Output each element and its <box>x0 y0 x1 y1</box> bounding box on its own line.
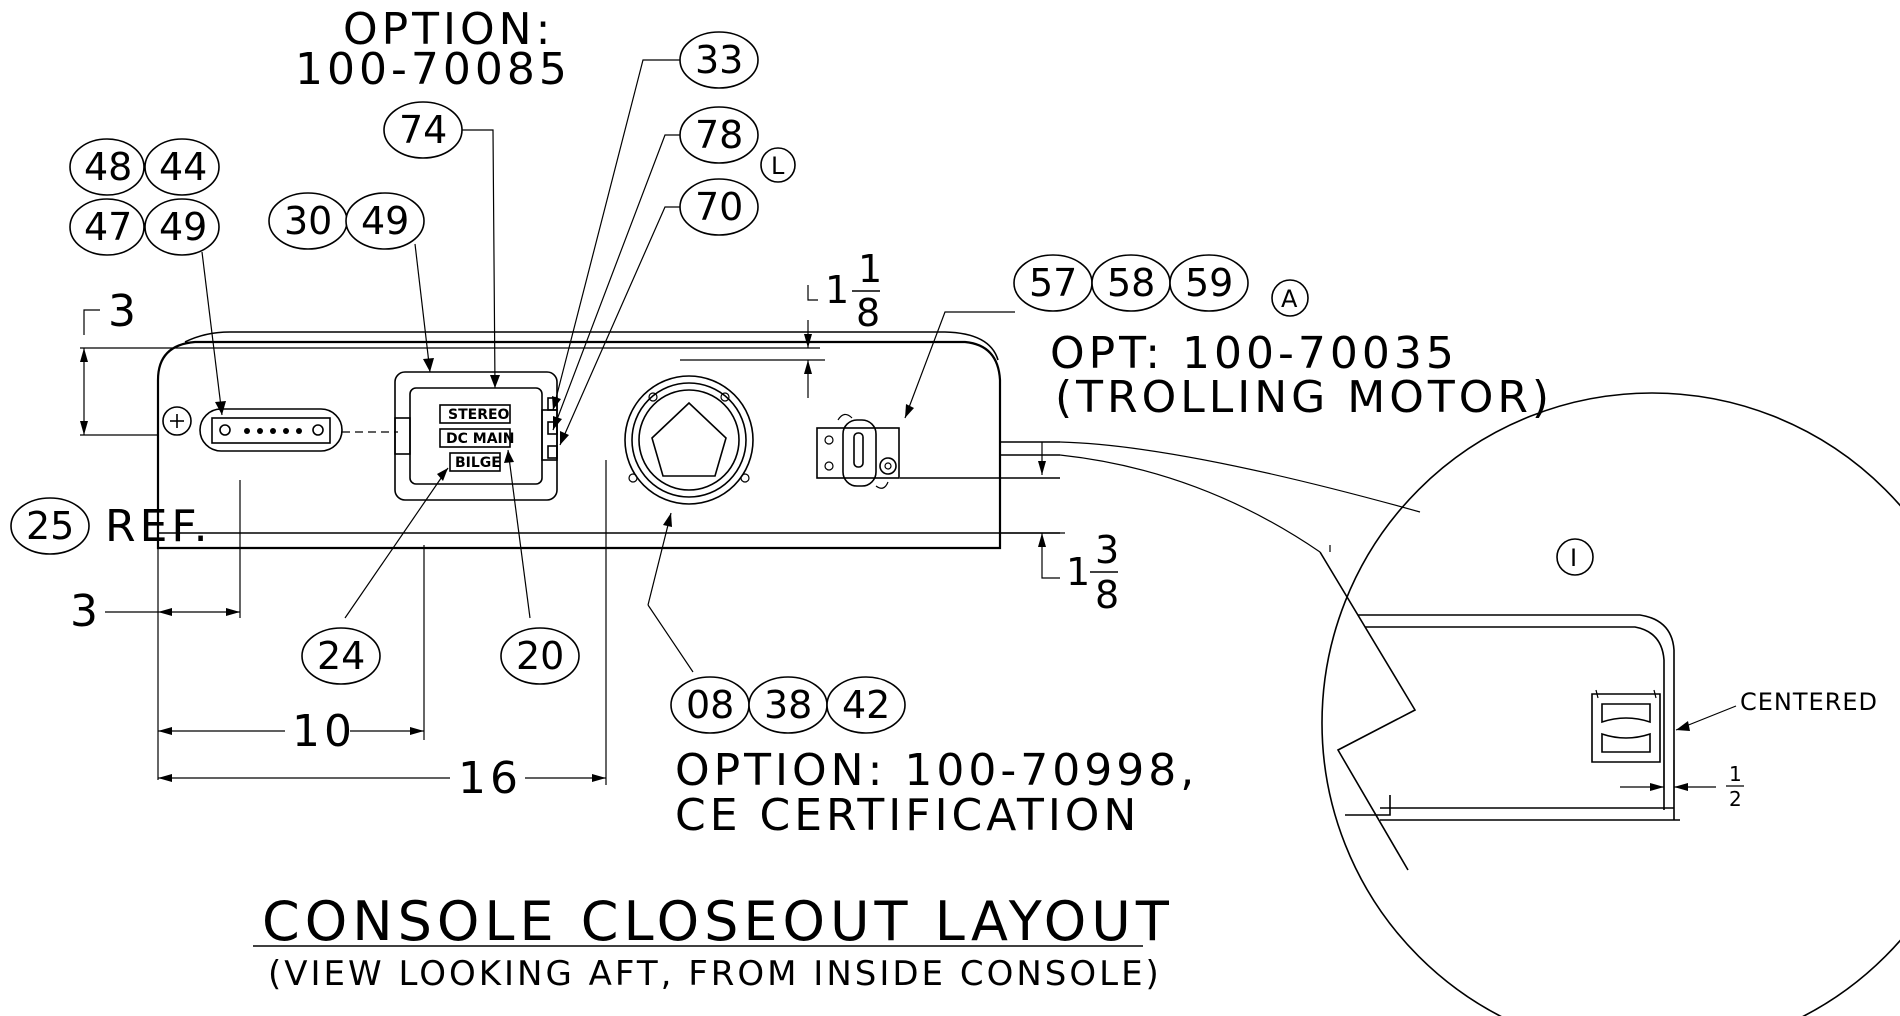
round-access-port <box>624 375 754 505</box>
balloon-47: 47 <box>69 198 145 256</box>
balloon-70: 70 <box>679 178 759 236</box>
bottom-frac-whole: 1 <box>1066 550 1093 594</box>
dim-top-left-3: 3 <box>108 286 140 337</box>
bilge-label: BILGE <box>455 455 501 471</box>
balloon-20: 20 <box>500 627 580 685</box>
option-top-line2: 100-70085 <box>295 44 571 95</box>
dim-bottom-left-3: 3 <box>70 586 102 637</box>
trolling-motor-plug <box>816 413 1060 489</box>
balloon-38: 38 <box>748 676 828 734</box>
balloon-33: 33 <box>679 31 759 89</box>
option-ce-line1: OPTION: 100-70998, <box>675 745 1198 796</box>
detail-frac-num: 1 <box>1729 762 1742 786</box>
balloon-24: 24 <box>301 627 381 685</box>
top-frac-den: 8 <box>856 291 883 335</box>
mount-screw-icon <box>162 406 192 436</box>
switch-panel: STEREO DC MAIN BILGE <box>394 371 558 501</box>
detail-view: CENTERED 1 2 I <box>1059 392 1900 1016</box>
svg-text:38: 38 <box>764 683 812 727</box>
svg-text:74: 74 <box>399 108 447 152</box>
dc-main-label: DC MAIN <box>446 431 514 447</box>
detail-plug <box>1591 689 1661 763</box>
leader-lines <box>201 59 1015 673</box>
svg-text:A: A <box>1281 285 1298 313</box>
svg-text:L: L <box>771 152 785 180</box>
flag-I: I <box>1556 538 1594 576</box>
svg-text:48: 48 <box>84 145 132 189</box>
drawing-subtitle: (VIEW LOOKING AFT, FROM INSIDE CONSOLE) <box>268 954 1162 994</box>
svg-text:30: 30 <box>284 199 332 243</box>
dim-top-3: 3 <box>80 286 820 436</box>
balloon-44: 44 <box>144 138 220 196</box>
bottom-frac-num: 3 <box>1095 528 1122 572</box>
centered-label: CENTERED <box>1740 688 1878 716</box>
balloon-48: 48 <box>69 138 145 196</box>
option-top-line1: OPTION: <box>343 4 554 55</box>
svg-text:58: 58 <box>1107 261 1155 305</box>
svg-text:20: 20 <box>516 634 564 678</box>
svg-text:57: 57 <box>1029 261 1077 305</box>
balloon-08: 08 <box>670 676 750 734</box>
ref-label: REF. <box>105 501 212 552</box>
balloon-78: 78 <box>679 106 759 164</box>
svg-text:49: 49 <box>159 205 207 249</box>
dim-16: 16 <box>158 460 607 804</box>
dim-sixteen: 16 <box>458 753 522 804</box>
svg-text:59: 59 <box>1185 261 1233 305</box>
balloon-49-a: 49 <box>144 198 220 256</box>
balloon-42: 42 <box>826 676 906 734</box>
dim-top-frac: 1 1 8 <box>680 247 885 398</box>
balloon-30: 30 <box>268 192 348 250</box>
balloon-57: 57 <box>1013 254 1093 312</box>
svg-text:47: 47 <box>84 205 132 249</box>
top-frac-num: 1 <box>858 247 885 291</box>
balloon-74: 74 <box>383 101 463 159</box>
svg-text:44: 44 <box>159 145 207 189</box>
svg-text:08: 08 <box>686 683 734 727</box>
option-ce-line2: CE CERTIFICATION <box>675 790 1140 841</box>
connector-plug <box>199 408 398 452</box>
dim-bottom-frac: 1 3 8 <box>1000 442 1122 617</box>
stereo-label: STEREO <box>448 407 510 423</box>
svg-text:49: 49 <box>361 199 409 243</box>
opt-trolling-line2: (TROLLING MOTOR) <box>1055 372 1553 423</box>
svg-text:25: 25 <box>26 504 74 548</box>
dim-ten: 10 <box>292 706 356 757</box>
opt-trolling-line1: OPT: 100-70035 <box>1050 328 1458 379</box>
bottom-frac-den: 8 <box>1095 573 1122 617</box>
dim-bottom-3: 3 <box>70 480 241 780</box>
flag-A: A <box>1271 279 1309 317</box>
svg-text:70: 70 <box>695 185 743 229</box>
svg-text:78: 78 <box>695 113 743 157</box>
svg-text:42: 42 <box>842 683 890 727</box>
balloon-25: 25 <box>10 497 90 555</box>
dim-10: 10 <box>158 545 425 757</box>
console-panel <box>156 331 1060 550</box>
top-frac-whole: 1 <box>825 268 852 312</box>
svg-text:24: 24 <box>317 634 365 678</box>
svg-text:33: 33 <box>695 38 743 82</box>
balloon-49-b: 49 <box>345 192 425 250</box>
drawing-title: CONSOLE CLOSEOUT LAYOUT <box>262 890 1174 953</box>
svg-text:I: I <box>1570 544 1577 572</box>
detail-frac-den: 2 <box>1729 787 1742 811</box>
balloon-58: 58 <box>1091 254 1171 312</box>
balloon-59: 59 <box>1169 254 1249 312</box>
flag-L: L <box>760 147 796 183</box>
